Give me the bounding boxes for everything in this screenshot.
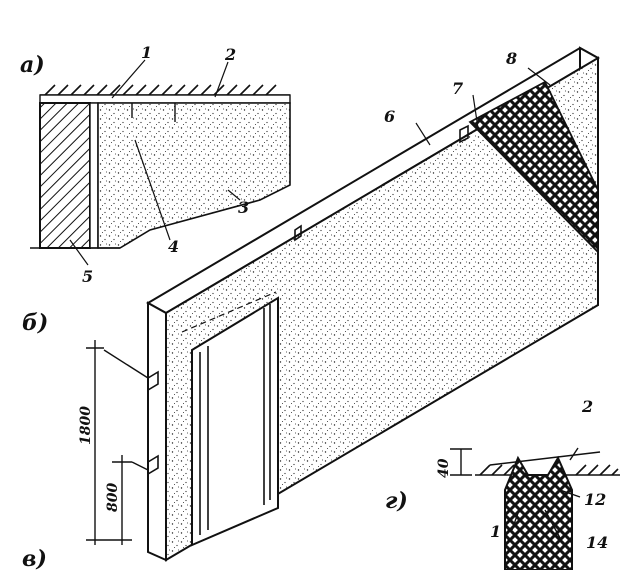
joint-ceiling-hatch [479, 451, 619, 476]
callout-a-3: 3 [238, 198, 249, 217]
callout-7: 7 [452, 79, 463, 98]
callout-a-2: 2 [224, 45, 236, 64]
callout-6: 6 [384, 107, 395, 126]
callout-8: 8 [505, 49, 517, 68]
label-g: г) [385, 488, 408, 514]
label-a: а) [20, 52, 45, 78]
label-v: в) [22, 546, 47, 570]
callout-g-12: 12 [584, 490, 606, 509]
callout-g-1: 1 [490, 522, 501, 541]
joint-profile [504, 455, 573, 570]
callout-a-4: 4 [168, 237, 179, 256]
door-opening [191, 296, 279, 547]
outer-wall-section [39, 102, 91, 249]
detail-a: а) 1 2 3 4 5 [20, 43, 291, 286]
callout-g-2: 2 [581, 397, 593, 416]
wall-panel: 6 7 8 [145, 46, 601, 562]
reinforcement-cage [468, 80, 599, 255]
panel-front-edge [147, 301, 167, 562]
ceiling-hatch [44, 84, 277, 96]
partition-section [97, 102, 291, 249]
label-b: б) [22, 310, 48, 336]
callout-g-14: 14 [586, 533, 608, 552]
dim-upper: 1800 [78, 406, 94, 445]
dim-lower: 800 [105, 483, 121, 512]
callout-a-5: 5 [82, 267, 93, 286]
callout-a-1: 1 [141, 43, 152, 62]
dimensions: 1800 800 б) в) [22, 310, 149, 570]
dim-joint: 40 [436, 458, 452, 478]
detail-g: 40 г) 2 12 1 14 [385, 397, 620, 570]
